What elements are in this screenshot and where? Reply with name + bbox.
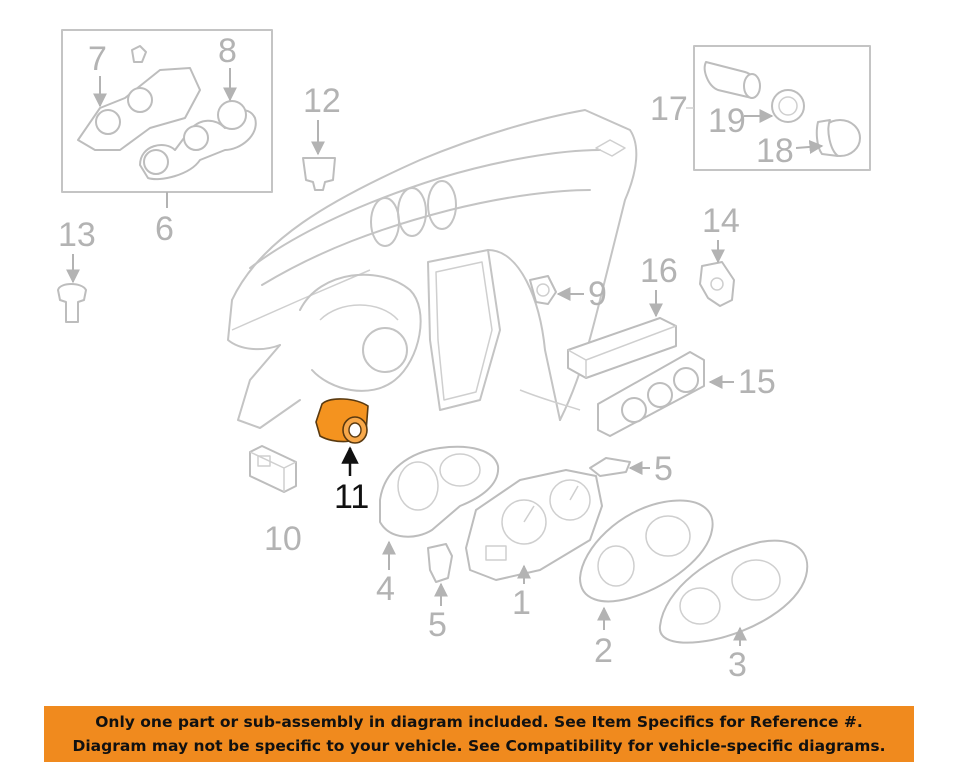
disclaimer-line-2: Diagram may not be specific to your vehi… <box>72 737 886 755</box>
label-9: 9 <box>588 275 607 313</box>
label-8: 8 <box>218 32 237 70</box>
label-16: 16 <box>640 252 678 290</box>
label-11: 11 <box>334 478 369 516</box>
part-1: 1 <box>465 469 603 622</box>
label-1: 1 <box>512 584 531 622</box>
label-10: 10 <box>264 520 302 558</box>
part-14: 14 <box>699 202 740 307</box>
label-6: 6 <box>155 210 174 248</box>
part-group-6: 7 8 6 <box>61 29 273 248</box>
part-group-17: 17 19 18 <box>650 45 871 171</box>
label-7: 7 <box>88 40 107 78</box>
part-10: 10 <box>249 445 302 558</box>
label-4: 4 <box>376 570 395 608</box>
disclaimer-line-1: Only one part or sub-assembly in diagram… <box>95 713 863 731</box>
part-2: 2 <box>579 499 714 670</box>
part-5-lower: 5 <box>427 543 453 644</box>
part-9: 9 <box>529 275 607 313</box>
dashboard-outline <box>227 109 638 429</box>
label-12: 12 <box>303 82 341 120</box>
part-4: 4 <box>376 445 500 608</box>
part-15: 15 <box>597 351 776 437</box>
label-5-upper: 5 <box>654 450 673 488</box>
part-13: 13 <box>57 216 96 323</box>
part-5-upper: 5 <box>589 450 673 488</box>
part-16: 16 <box>567 252 678 379</box>
part-3: 3 <box>658 539 809 684</box>
label-5-lower: 5 <box>428 606 447 644</box>
label-18: 18 <box>756 132 794 170</box>
label-2: 2 <box>594 632 613 670</box>
label-19: 19 <box>708 102 746 140</box>
label-13: 13 <box>58 216 96 254</box>
part-12: 12 <box>302 82 341 191</box>
label-3: 3 <box>728 646 747 684</box>
parts-diagram: 7 8 6 12 13 17 19 18 14 <box>57 29 871 684</box>
label-14: 14 <box>702 202 740 240</box>
part-11-highlighted: 11 <box>315 398 369 516</box>
label-15: 15 <box>738 363 776 401</box>
label-17: 17 <box>650 90 688 128</box>
disclaimer-banner: Only one part or sub-assembly in diagram… <box>44 706 914 762</box>
